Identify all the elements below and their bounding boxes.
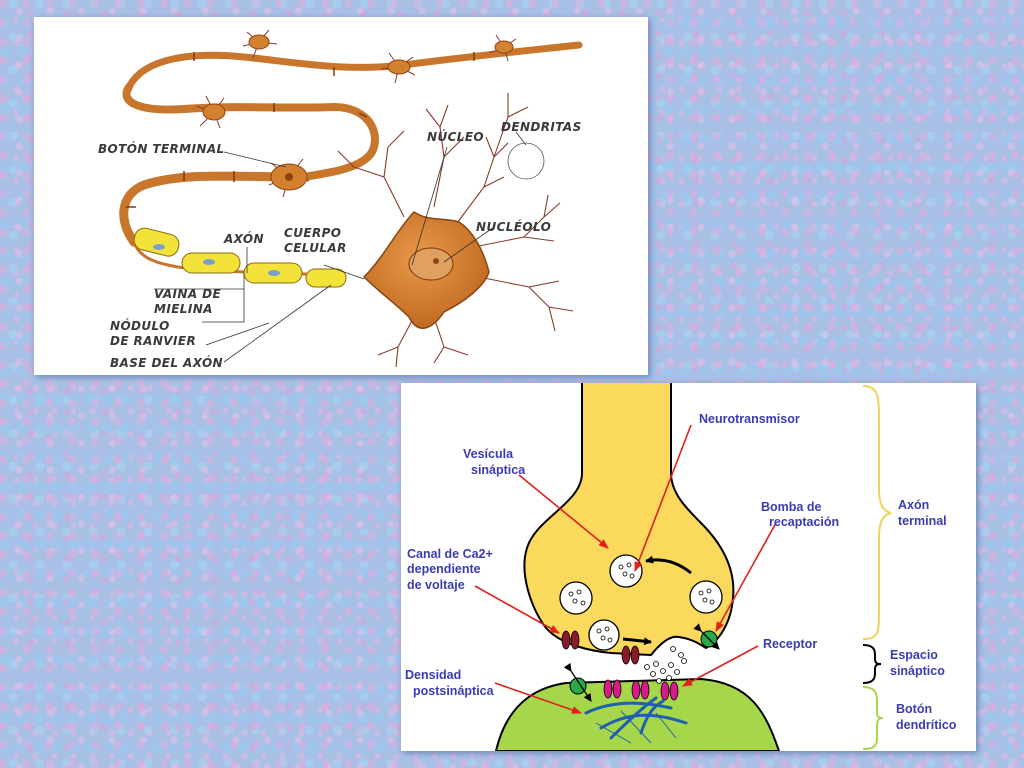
cell-body	[337, 93, 574, 368]
myelin-sheath	[132, 227, 347, 288]
label-vaina-mielina-1: VAINA DE	[154, 287, 221, 301]
label-bomba-2: recaptación	[769, 515, 839, 529]
label-espacio-2: sináptico	[890, 664, 945, 678]
label-cuerpo-celular-2: CELULAR	[284, 241, 347, 255]
axon-chain	[119, 41, 583, 247]
label-receptor: Receptor	[763, 637, 817, 651]
label-nodulo-ranvier-2: DE RANVIER	[110, 334, 196, 348]
synaptic-vesicles	[559, 554, 723, 651]
label-canal-3: de voltaje	[407, 578, 465, 592]
label-cuerpo-celular-1: CUERPO	[284, 226, 341, 240]
label-boton-terminal: BOTÓN TERMINAL	[98, 141, 225, 156]
label-canal-1: Canal de Ca2+	[407, 547, 493, 561]
label-axon-terminal-1: Axón	[898, 498, 929, 512]
label-arrows	[474, 424, 777, 714]
label-nucleo: NÚCLEO	[427, 129, 484, 144]
label-boton-1: Botón	[896, 702, 932, 716]
leader-lines	[154, 131, 527, 363]
synapse-diagram-panel: Neurotransmisor Vesícula sináptica Bomba…	[401, 383, 976, 751]
synapse-illustration: Neurotransmisor Vesícula sináptica Bomba…	[405, 383, 957, 751]
label-axon: AXÓN	[223, 231, 264, 246]
label-vesicula-1: Vesícula	[463, 447, 514, 461]
label-neurotransmisor: Neurotransmisor	[699, 412, 800, 426]
dendrite-callout-circle	[507, 142, 545, 180]
postsynaptic-density	[584, 696, 688, 740]
postsynaptic-receptors	[603, 679, 679, 701]
transport-arrows	[563, 555, 720, 702]
label-bomba-1: Bomba de	[761, 500, 821, 514]
brace-dendritic-button	[862, 686, 884, 750]
label-axon-terminal-2: terminal	[898, 514, 947, 528]
label-espacio-1: Espacio	[890, 648, 938, 662]
calcium-channels	[561, 630, 640, 665]
brace-axon-terminal	[862, 385, 892, 640]
label-dendritas: DENDRITAS	[501, 120, 582, 134]
neurotransmitter-molecules	[644, 646, 687, 684]
label-densidad-2: postsináptica	[413, 684, 495, 698]
label-boton-2: dendrítico	[896, 718, 957, 732]
label-nucleolo: NUCLÉOLO	[476, 219, 551, 234]
neuron-illustration: BOTÓN TERMINAL NÚCLEO DENDRITAS AXÓN CUE…	[98, 29, 583, 370]
label-canal-2: dependiente	[407, 562, 481, 576]
nucleus	[408, 247, 454, 281]
label-densidad-1: Densidad	[405, 668, 461, 682]
label-nodulo-ranvier-1: NÓDULO	[110, 318, 170, 333]
nucleolus	[433, 258, 439, 264]
brace-synaptic-space	[862, 644, 882, 684]
small-neurons	[195, 29, 517, 198]
label-vesicula-2: sináptica	[471, 463, 526, 477]
neuron-diagram-panel: BOTÓN TERMINAL NÚCLEO DENDRITAS AXÓN CUE…	[34, 17, 648, 375]
label-base-axon: BASE DEL AXÓN	[110, 355, 223, 370]
label-vaina-mielina-2: MIELINA	[154, 302, 213, 316]
